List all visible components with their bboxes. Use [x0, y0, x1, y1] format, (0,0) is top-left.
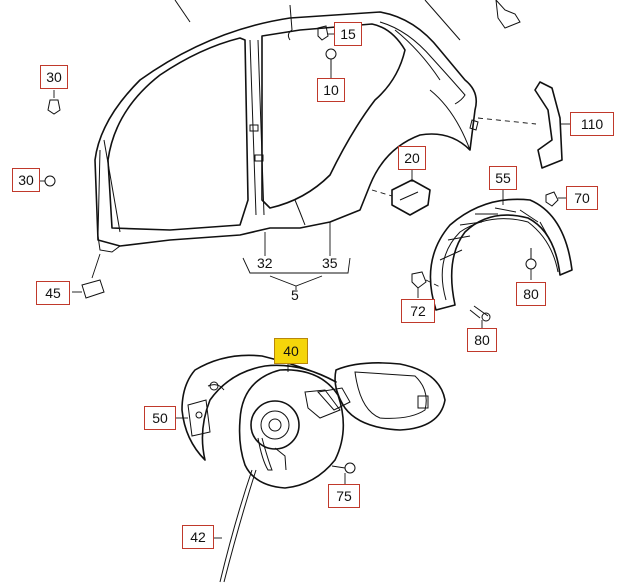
label-32[interactable]: 32: [257, 255, 273, 271]
screw-80b-drawing: [469, 305, 491, 330]
callout-55[interactable]: 55: [489, 166, 517, 190]
clip-70-drawing: [545, 191, 566, 207]
fuel-flap-housing-40-drawing: [181, 354, 345, 489]
drain-hose-42-drawing: [214, 437, 287, 583]
bracket-20-drawing: [371, 170, 431, 216]
callout-10[interactable]: 10: [317, 78, 345, 102]
callout-42[interactable]: 42: [182, 525, 214, 549]
callout-70[interactable]: 70: [566, 186, 598, 210]
screw-80a-drawing: [525, 248, 537, 280]
screw-10-drawing: [325, 48, 337, 78]
bracket-45-drawing: [72, 253, 105, 299]
clip-15-drawing: [317, 25, 334, 41]
callout-45[interactable]: 45: [36, 281, 70, 305]
actuator-50-drawing: [176, 399, 211, 437]
fuel-door-lid-drawing: [317, 362, 446, 431]
clip-30a-drawing: [47, 90, 61, 115]
screw-75-drawing: [331, 462, 356, 484]
callout-50[interactable]: 50: [144, 406, 176, 430]
callout-30-top[interactable]: 30: [40, 65, 68, 89]
callout-30-side[interactable]: 30: [12, 168, 40, 192]
bracket-110-drawing: [477, 81, 570, 169]
callout-40[interactable]: 40: [274, 338, 308, 364]
side-panel-drawing: [94, 0, 521, 253]
clip-72-drawing: [411, 271, 443, 298]
label-5[interactable]: 5: [291, 287, 299, 303]
clip-30b-drawing: [40, 175, 56, 187]
strip-brackets-drawing: [242, 222, 351, 290]
callout-20[interactable]: 20: [398, 146, 426, 170]
callout-15[interactable]: 15: [334, 22, 362, 46]
label-35[interactable]: 35: [322, 255, 338, 271]
callout-75[interactable]: 75: [328, 484, 360, 508]
wheel-liner-55-drawing: [429, 190, 573, 311]
callout-80-lower[interactable]: 80: [467, 328, 497, 352]
callout-72[interactable]: 72: [401, 299, 435, 323]
callout-110[interactable]: 110: [570, 112, 614, 136]
callout-80-right[interactable]: 80: [516, 282, 546, 306]
